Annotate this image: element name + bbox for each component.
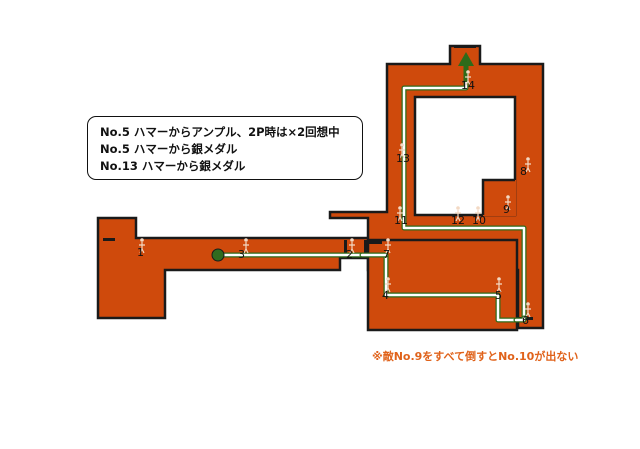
marker-4: 4 [382, 289, 389, 302]
person-figure-icon [385, 238, 391, 254]
marker-14: 14 [461, 79, 475, 92]
marker-labels: 1 2 3 4 5 6 7 8 9 10 11 12 13 14 [137, 79, 529, 327]
person-figure-icon [475, 206, 481, 222]
marker-13: 13 [396, 152, 410, 165]
person-figure-icon [525, 302, 531, 318]
person-figure-icon [525, 157, 531, 173]
person-figure-icon [465, 70, 471, 86]
marker-1: 1 [137, 246, 144, 259]
marker-12: 12 [451, 214, 465, 227]
marker-11: 11 [394, 214, 408, 227]
inner-wall-notch-edge [481, 178, 515, 215]
info-box: No.5 ハマーからアンプル、2P時は×2回想中 No.5 ハマーから銀メダル … [87, 116, 363, 180]
enemy-layer [139, 70, 531, 318]
marker-6: 6 [522, 314, 529, 327]
person-figure-icon [496, 277, 502, 293]
inner-wall-notch [483, 180, 516, 216]
person-figure-icon [505, 195, 511, 211]
info-line-1: No.5 ハマーからアンプル、2P時は×2回想中 [100, 125, 340, 139]
marker-9: 9 [503, 203, 510, 216]
exit-arrow-icon [458, 52, 474, 82]
person-figure-icon [243, 238, 249, 254]
person-figure-icon [455, 206, 461, 222]
start-dot-icon [211, 248, 225, 262]
marker-5: 5 [495, 289, 502, 302]
marker-7: 7 [383, 248, 390, 261]
person-figure-icon [399, 143, 405, 159]
marker-3: 3 [238, 248, 245, 261]
info-line-2: No.5 ハマーから銀メダル [100, 142, 238, 156]
person-figure-icon [385, 277, 391, 293]
footnote: ※敵No.9をすべて倒すとNo.10が出ない [372, 350, 579, 363]
person-figure-icon [349, 238, 355, 254]
person-figure-icon [139, 238, 145, 254]
marker-10: 10 [472, 214, 486, 227]
info-line-3: No.13 ハマーから銀メダル [100, 159, 246, 173]
person-figure-icon [397, 206, 403, 222]
marker-2: 2 [346, 248, 353, 261]
marker-8: 8 [520, 165, 527, 178]
